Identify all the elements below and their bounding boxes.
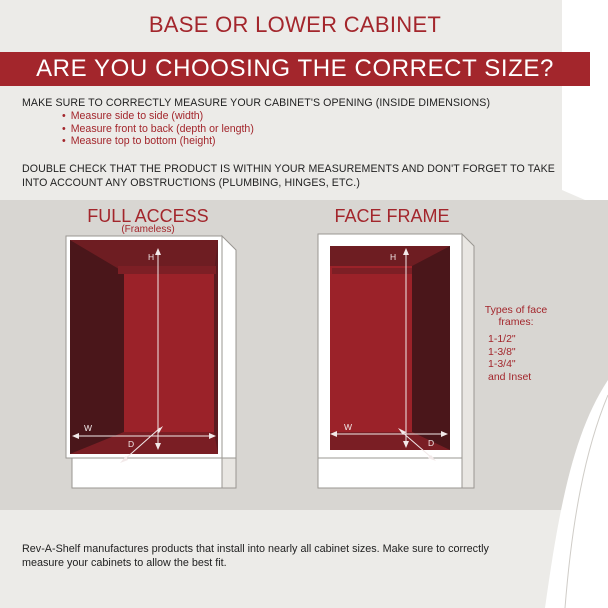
- banner-heading: ARE YOU CHOOSING THE CORRECT SIZE?: [36, 55, 554, 82]
- bullet-height: Measure top to bottom (height): [62, 135, 254, 148]
- face-frame-width-label: W: [344, 422, 352, 432]
- bullet-width: Measure side to side (width): [62, 110, 254, 123]
- full-access-width-label: W: [84, 423, 92, 433]
- frame-size-item: 1-1/2": [488, 333, 516, 345]
- frame-size-item: 1-3/4": [488, 358, 516, 371]
- face-frame-height-label: H: [390, 252, 396, 262]
- face-frame-types-heading: Types of face frames:: [484, 304, 548, 328]
- measure-bullet-list: Measure side to side (width) Measure fro…: [62, 110, 254, 148]
- full-access-title: FULL ACCESS: [87, 206, 209, 226]
- face-frame-title: FACE FRAME: [334, 206, 450, 226]
- frame-size-item: and Inset: [488, 370, 532, 383]
- title-banner: [0, 52, 590, 86]
- full-access-height-label: H: [148, 252, 154, 262]
- double-check-note: DOUBLE CHECK THAT THE PRODUCT IS WITHIN …: [22, 163, 555, 189]
- page-title: BASE OR LOWER CABINET: [148, 12, 442, 37]
- full-access-subtitle: (Frameless): [121, 224, 175, 235]
- footer-text: Rev-A-Shelf manufactures products that i…: [22, 543, 489, 569]
- bullet-depth: Measure front to back (depth or length): [62, 123, 254, 136]
- face-frame-size-list: 1-1/2" 1-3/8" 1-3/4" and Inset: [488, 333, 531, 383]
- face-frame-depth-label: D: [428, 438, 434, 448]
- full-access-depth-label: D: [128, 439, 134, 449]
- intro-text: MAKE SURE TO CORRECTLY MEASURE YOUR CABI…: [22, 97, 491, 109]
- frame-size-item: 1-3/8": [488, 345, 516, 358]
